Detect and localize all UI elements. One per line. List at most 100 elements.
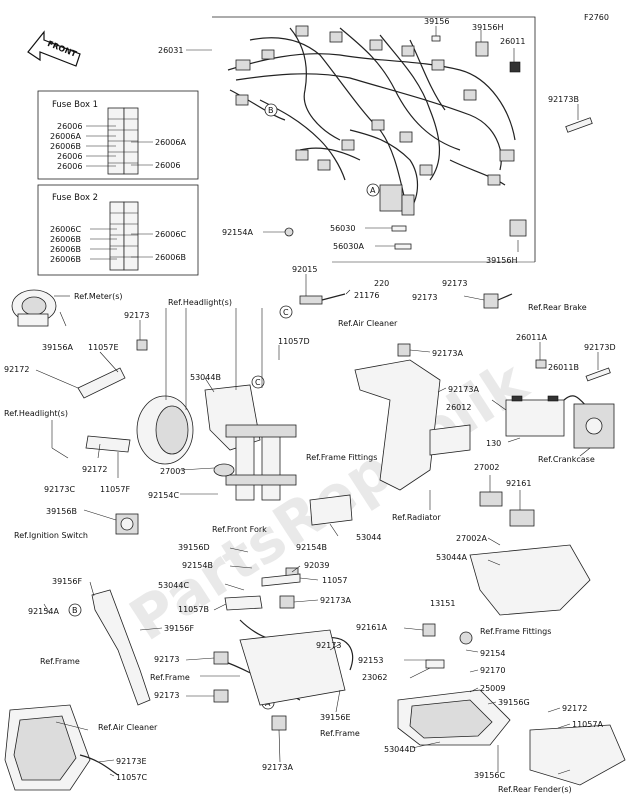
label-130: 130 xyxy=(486,439,501,448)
label-53044D: 53044D xyxy=(384,745,416,754)
ref-crankcase: Ref.Crankcase xyxy=(538,455,595,464)
label-39156H: 39156H xyxy=(486,256,517,265)
harness-frame xyxy=(212,16,536,262)
ref-headlight-top: Ref.Headlight(s) xyxy=(168,298,232,307)
bracket-11057E xyxy=(77,367,126,399)
label-92172-mid: 92172 xyxy=(82,465,107,474)
fuse2-left-0: 26006C xyxy=(50,225,81,234)
label-92173A-2: 92173A xyxy=(448,385,479,394)
label-25009: 25009 xyxy=(480,684,505,693)
svg-text:B: B xyxy=(72,606,78,615)
label-92173-b: 92173 xyxy=(412,293,437,302)
cap-39156H-top xyxy=(475,41,489,57)
fuse1-right-1: 26006 xyxy=(155,161,180,170)
part-92161A xyxy=(422,623,436,637)
ref-radiator: Ref.Radiator xyxy=(392,513,441,522)
label-92173-c: 92173 xyxy=(154,655,179,664)
label-13151: 13151 xyxy=(430,599,455,608)
label-26012: 26012 xyxy=(446,403,471,412)
label-92172-left: 92172 xyxy=(4,365,29,374)
battery-26012 xyxy=(505,395,565,437)
label-53044C: 53044C xyxy=(158,581,189,590)
ignition-switch xyxy=(115,513,139,535)
label-27002A: 27002A xyxy=(456,534,487,543)
fuse2-right-1: 26006B xyxy=(155,253,186,262)
main-wiring-harness xyxy=(227,25,516,216)
label-21176: 21176 xyxy=(354,291,379,300)
air-cleaner-frame-top xyxy=(354,359,471,491)
svg-text:C: C xyxy=(283,308,289,317)
fuse1-left-3: 26006 xyxy=(57,152,82,161)
pad-56030 xyxy=(391,225,407,232)
label-92173E: 92173E xyxy=(116,757,147,766)
label-39156G: 39156G xyxy=(498,698,530,707)
ref-frame-bottom: Ref.Frame xyxy=(320,729,360,738)
label-92173A-4: 92173A xyxy=(262,763,293,772)
ref-frame-fittings-right: Ref.Frame Fittings xyxy=(480,627,551,636)
ref-rear-fenders: Ref.Rear Fender(s) xyxy=(498,785,572,794)
ref-front-fork: Ref.Front Fork xyxy=(212,525,267,534)
callout-b-lower: B xyxy=(68,603,82,617)
label-92039: 92039 xyxy=(304,561,329,570)
ref-frame-left: Ref.Frame xyxy=(40,657,80,666)
label-92161: 92161 xyxy=(506,479,531,488)
ring-27003 xyxy=(213,463,235,477)
label-92154: 92154 xyxy=(480,649,505,658)
ref-meter: Ref.Meter(s) xyxy=(74,292,122,301)
svg-text:C: C xyxy=(255,378,261,387)
ref-air-cleaner-top: Ref.Air Cleaner xyxy=(338,319,398,328)
fuse1-left-4: 26006 xyxy=(57,162,82,171)
label-39156: 39156 xyxy=(424,17,449,26)
clip-92173-meter xyxy=(136,339,148,351)
label-11057C: 11057C xyxy=(116,773,147,782)
underseat-tray xyxy=(397,689,511,746)
clamp-53044 xyxy=(309,494,353,526)
crankcase-connector xyxy=(573,403,615,449)
rear-brake-switch xyxy=(483,293,513,309)
label-39156H-top: 39156H xyxy=(472,23,503,32)
callout-c-upper: C xyxy=(279,305,293,319)
clip-92173A xyxy=(397,343,411,357)
label-53044A: 53044A xyxy=(436,553,467,562)
label-56030A: 56030A xyxy=(333,242,364,251)
fuse-box-1: Fuse Box 1 26006 26006A 26006B 26006 260… xyxy=(37,90,199,180)
label-92173-d: 92173 xyxy=(316,641,341,650)
fuse2-left-2: 26006B xyxy=(50,245,81,254)
ref-frame-fittings-top: Ref.Frame Fittings xyxy=(306,453,377,462)
block-92161 xyxy=(509,509,535,527)
label-92173A-3: 92173A xyxy=(320,596,351,605)
label-11057E: 11057E xyxy=(88,343,119,352)
label-11057A: 11057A xyxy=(572,720,603,729)
fuse-box-2-title: Fuse Box 2 xyxy=(52,193,98,203)
part-13151 xyxy=(459,631,473,645)
cap-39156H xyxy=(509,219,527,237)
meter-assembly xyxy=(11,289,57,327)
fuse-part-39156 xyxy=(431,35,441,42)
label-27003: 27003 xyxy=(160,467,185,476)
fuse-box-2: Fuse Box 2 26006C 26006B 26006B 26006B 2… xyxy=(37,184,199,276)
label-92173-meter: 92173 xyxy=(124,311,149,320)
label-11057: 11057 xyxy=(322,576,347,585)
connector-21176 xyxy=(299,293,346,305)
front-arrow-icon: FRONT xyxy=(27,30,81,67)
callout-a-upper: A xyxy=(366,183,380,197)
label-92161A: 92161A xyxy=(356,623,387,632)
label-11057B: 11057B xyxy=(178,605,209,614)
ref-air-cleaner-bottom: Ref.Air Cleaner xyxy=(98,723,158,732)
fuse-box-1-title: Fuse Box 1 xyxy=(52,100,98,110)
fuse1-right-0: 26006A xyxy=(155,138,186,147)
callout-c-lower: C xyxy=(251,375,265,389)
air-cleaner-bottom xyxy=(4,704,91,791)
label-92154B-1: 92154B xyxy=(296,543,327,552)
leader-lines xyxy=(35,26,599,777)
label-92173C: 92173C xyxy=(44,485,75,494)
fuse1-left-0: 26006 xyxy=(57,122,82,131)
label-11057F: 11057F xyxy=(100,485,130,494)
svg-text:B: B xyxy=(268,106,274,115)
rear-fender-bracket xyxy=(529,724,626,786)
strap-92173D xyxy=(585,367,611,382)
label-26011: 26011 xyxy=(500,37,525,46)
label-92154B-2: 92154B xyxy=(182,561,213,570)
